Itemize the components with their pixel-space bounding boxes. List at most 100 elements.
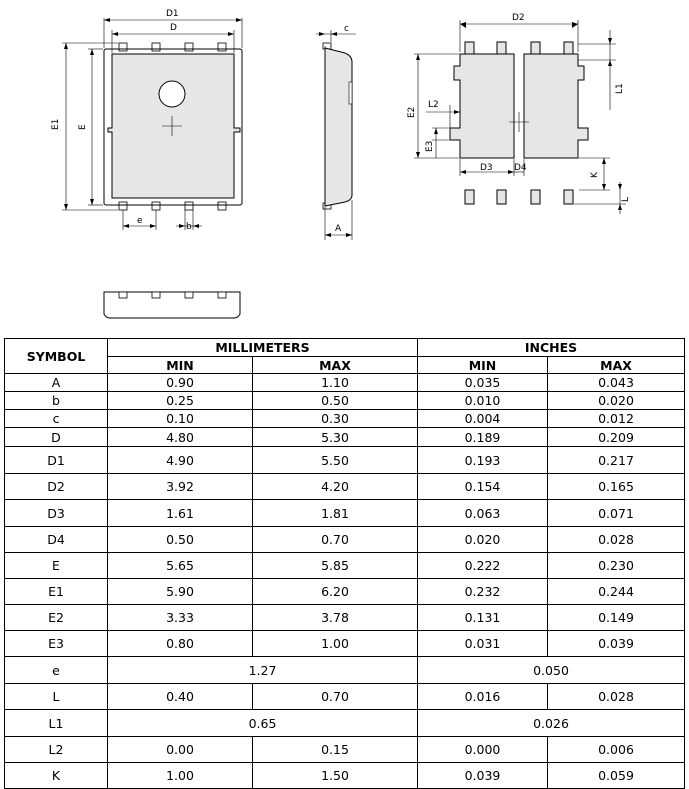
- symbol-header: SYMBOL: [4, 338, 108, 374]
- mm-max-header: MAX: [252, 356, 418, 374]
- label-d: D: [170, 23, 177, 33]
- label-d1: D1: [166, 9, 179, 19]
- table-header-row: SYMBOL MILLIMETERS INCHES: [4, 338, 686, 374]
- top-lead: [184, 42, 194, 52]
- label-d4: D4: [514, 163, 527, 173]
- in-min-cell: 0.035: [417, 373, 548, 392]
- symbol-cell: E3: [4, 630, 108, 657]
- symbol-cell: D3: [4, 499, 108, 527]
- label-l1: L1: [615, 83, 625, 94]
- top-lead: [151, 42, 161, 52]
- in-min-cell: 0.039: [417, 762, 548, 789]
- mm-min-header: MIN: [107, 356, 253, 374]
- label-d3: D3: [480, 163, 493, 173]
- in-max-cell: 0.043: [546, 373, 686, 392]
- mm-min-cell: 0.10: [107, 409, 253, 428]
- mm-min-cell: 1.61: [107, 499, 253, 527]
- front-view: [103, 291, 241, 319]
- mm-min-cell: 0.25: [107, 391, 253, 410]
- in-min-cell: 0.063: [417, 499, 548, 527]
- inches-header: INCHES: [416, 338, 686, 357]
- symbol-cell: L: [4, 683, 108, 710]
- exposed-pad-right: [523, 53, 589, 159]
- in-min-header: MIN: [417, 356, 548, 374]
- in-max-cell: 0.071: [546, 499, 686, 527]
- mm-max-cell: 5.50: [252, 446, 418, 474]
- front-body: [103, 291, 241, 319]
- symbol-cell: E1: [4, 578, 108, 605]
- mm-max-cell: 5.30: [252, 427, 418, 447]
- mm-max-cell: 1.50: [252, 762, 418, 789]
- bottom-lead: [217, 201, 227, 211]
- symbol-cell: K: [4, 762, 108, 789]
- package-body: [103, 48, 243, 206]
- front-lead: [151, 291, 161, 299]
- mm-max-cell: 1.00: [252, 630, 418, 657]
- bottom-view: D2 L1 L2 E2 E3 D3 D4: [407, 13, 631, 214]
- in-min-cell: 0.004: [417, 409, 548, 428]
- in-max-cell: 0.039: [546, 630, 686, 657]
- package-outline-drawing: D1 D E1 E e b: [51, 9, 631, 319]
- mm-max-cell: 1.81: [252, 499, 418, 527]
- label-e2: E2: [407, 107, 417, 118]
- in-max-cell: 0.006: [546, 736, 686, 763]
- in-min-cell: 0.232: [417, 578, 548, 605]
- in-min-cell: 0.131: [417, 604, 548, 631]
- millimeters-header: MILLIMETERS: [107, 338, 418, 357]
- bottom-view-lead: [464, 189, 475, 205]
- in-max-cell: 0.020: [546, 391, 686, 410]
- mm-min-cell: 4.80: [107, 427, 253, 447]
- mm-min-cell: 0.50: [107, 526, 253, 553]
- symbol-cell: E: [4, 552, 108, 579]
- label-k: K: [590, 171, 600, 178]
- mm-max-cell: 0.30: [252, 409, 418, 428]
- mm-min-cell: 0.40: [107, 683, 253, 710]
- in-min-cell: 0.010: [417, 391, 548, 410]
- in-max-cell: 0.217: [546, 446, 686, 474]
- in-max-cell: 0.028: [546, 683, 686, 710]
- top-lead: [118, 42, 128, 52]
- mm-max-cell: 6.20: [252, 578, 418, 605]
- label-pitch: e: [137, 216, 143, 226]
- label-c: c: [344, 24, 349, 34]
- bottom-lead: [118, 201, 128, 211]
- in-max-cell: 0.149: [546, 604, 686, 631]
- mm-max-cell: 0.15: [252, 736, 418, 763]
- mm-min-cell: 4.90: [107, 446, 253, 474]
- in-max-header: MAX: [546, 356, 686, 374]
- mm-max-cell: 3.78: [252, 604, 418, 631]
- symbol-cell: c: [4, 409, 108, 428]
- side-view: c A: [316, 24, 356, 240]
- front-lead: [184, 291, 194, 299]
- mm-nominal-cell: 1.27: [107, 656, 418, 684]
- label-l2: L2: [428, 100, 439, 110]
- bottom-lead: [151, 201, 161, 211]
- mm-min-cell: 1.00: [107, 762, 253, 789]
- label-a: A: [335, 224, 342, 234]
- in-min-cell: 0.016: [417, 683, 548, 710]
- mm-nominal-cell: 0.65: [107, 709, 418, 737]
- side-body: [324, 47, 353, 207]
- in-max-cell: 0.059: [546, 762, 686, 789]
- exposed-pad-left: [449, 53, 515, 159]
- mm-min-cell: 3.92: [107, 473, 253, 500]
- in-min-cell: 0.000: [417, 736, 548, 763]
- mm-max-cell: 0.70: [252, 526, 418, 553]
- symbol-cell: D2: [4, 473, 108, 500]
- bottom-view-lead: [496, 189, 507, 205]
- label-d2: D2: [512, 13, 525, 23]
- mm-max-cell: 4.20: [252, 473, 418, 500]
